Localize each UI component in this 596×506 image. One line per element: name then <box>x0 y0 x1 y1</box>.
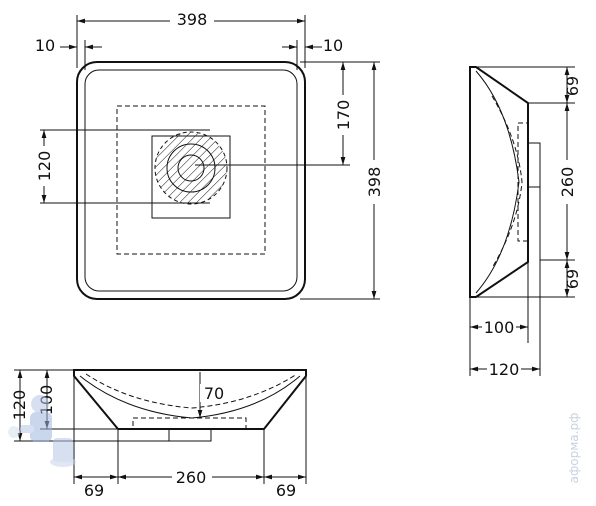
drain-ring-outer <box>166 143 216 193</box>
front-drain-outlet <box>168 428 212 442</box>
dim-70: 70 <box>204 384 224 403</box>
front-view: 70 120 100 260 69 69 <box>10 369 307 500</box>
dim-120-front: 120 <box>10 390 29 421</box>
dim-100-side: 100 <box>484 318 515 337</box>
dim-120-drain: 120 <box>35 151 54 182</box>
top-view: 398 10 10 120 170 398 <box>33 9 385 300</box>
side-view: 69 260 69 100 120 <box>469 66 582 379</box>
basin-inner-outline <box>84 69 298 292</box>
drain-hatched-circle <box>154 131 228 205</box>
side-bowl-dashed <box>491 95 523 269</box>
drain-ring-inner <box>177 154 205 182</box>
dim-69-right: 69 <box>276 481 296 500</box>
front-outer-profile <box>73 369 307 430</box>
dim-69-left: 69 <box>84 481 104 500</box>
watermark-mascot <box>8 395 76 467</box>
bowl-dashed-outline <box>116 105 266 255</box>
front-inner-profile <box>79 375 301 419</box>
front-bowl-dashed <box>85 373 298 409</box>
dim-10-right: 10 <box>323 36 343 55</box>
dim-398-side: 398 <box>365 167 384 198</box>
dim-260-front: 260 <box>176 468 207 487</box>
dim-10-left: 10 <box>35 36 55 55</box>
dim-120-side: 120 <box>489 360 520 379</box>
front-drain-dashed <box>132 417 247 430</box>
side-drain-outlet <box>527 142 541 188</box>
dim-170: 170 <box>334 100 353 131</box>
watermark-text: аформа.рф <box>567 413 581 484</box>
dim-69-top: 69 <box>563 76 582 96</box>
dim-69-bottom: 69 <box>563 269 582 289</box>
side-inner-profile <box>475 70 520 294</box>
dim-398-top: 398 <box>177 10 208 29</box>
basin-outer-outline <box>76 61 306 300</box>
dim-260-side: 260 <box>558 167 577 198</box>
